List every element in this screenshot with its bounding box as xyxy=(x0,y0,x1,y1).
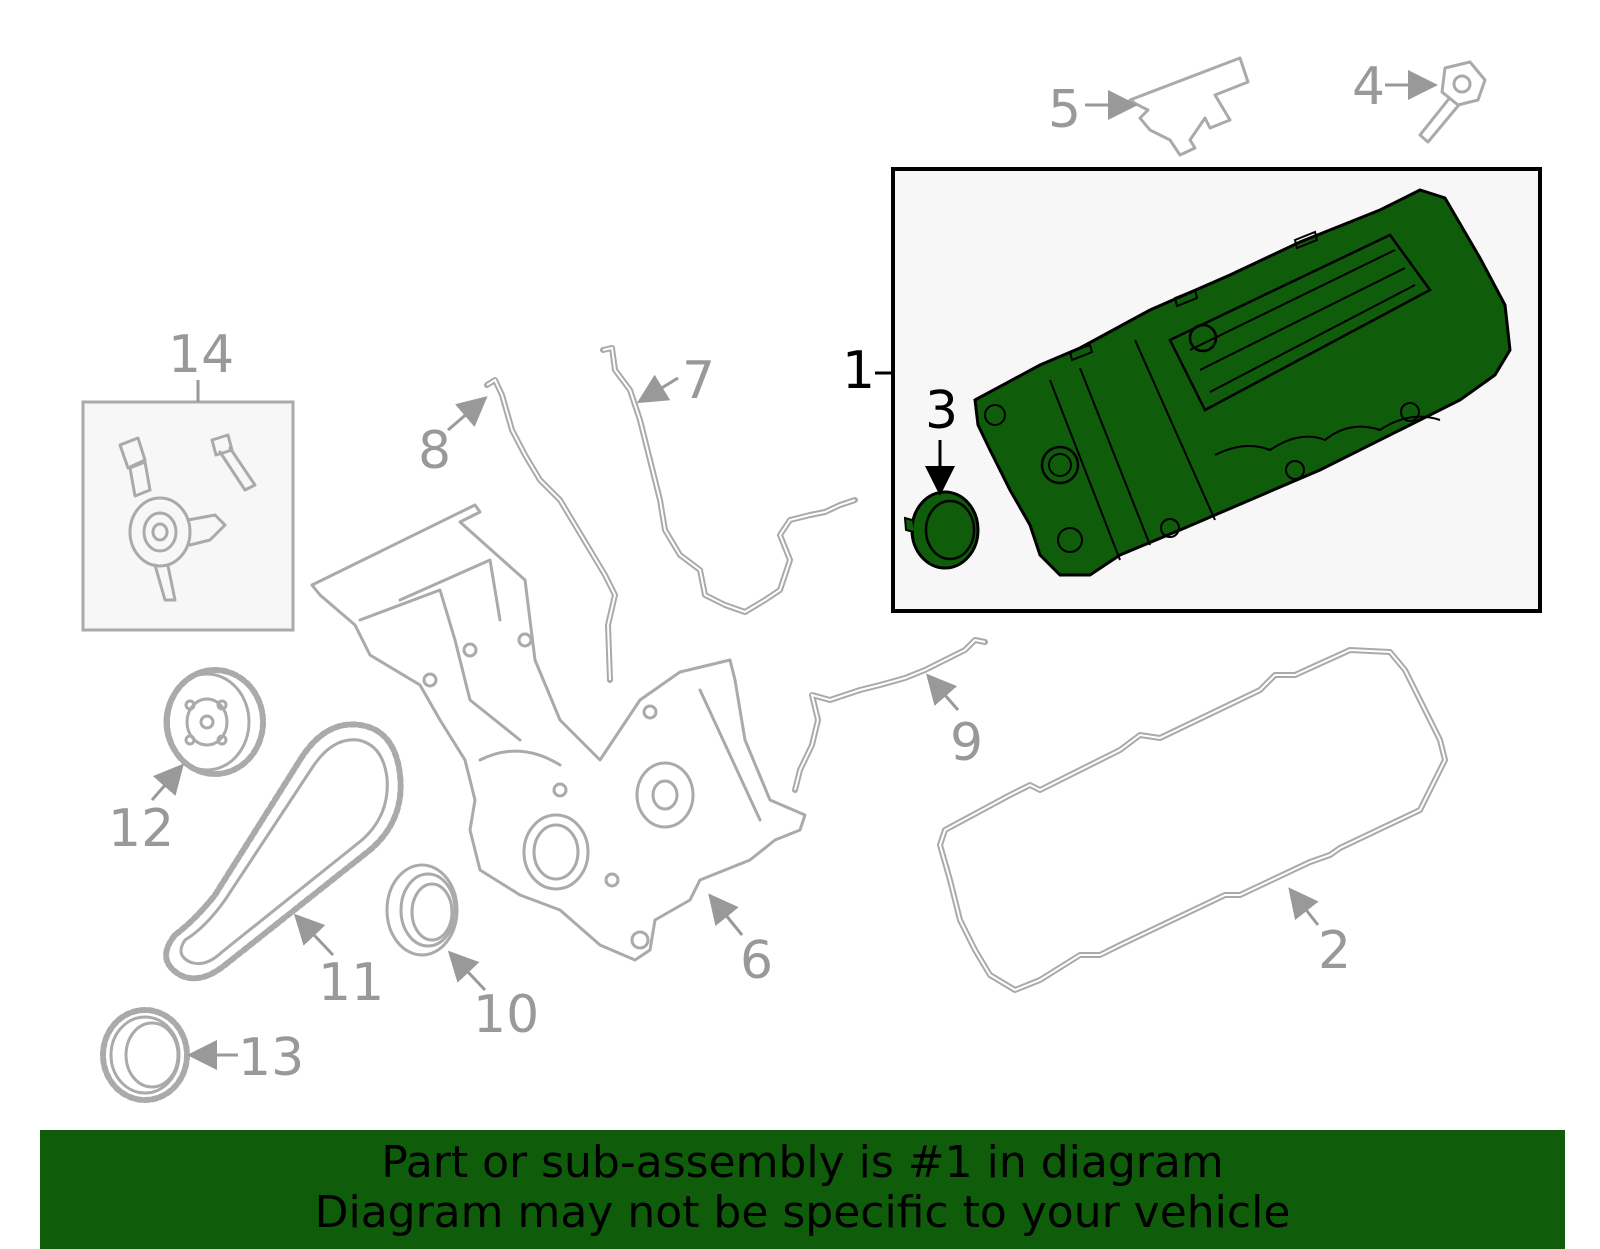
callout-7: 7 xyxy=(636,351,715,411)
callout-4-label: 4 xyxy=(1352,57,1385,117)
callout-13-label: 13 xyxy=(238,1028,304,1088)
banner-line-2: Diagram may not be specific to your vehi… xyxy=(314,1187,1291,1238)
callout-3: 3 xyxy=(925,381,958,496)
callout-6: 6 xyxy=(708,893,773,991)
callout-12-label: 12 xyxy=(108,799,174,859)
part-12-sprocket[interactable] xyxy=(163,667,266,777)
callout-8-label: 8 xyxy=(418,421,451,481)
callout-10: 10 xyxy=(447,950,539,1045)
callout-1-label: 1 xyxy=(842,341,875,401)
callout-3-label: 3 xyxy=(925,381,958,441)
callout-10-label: 10 xyxy=(473,985,539,1045)
part-2-pan-gasket[interactable] xyxy=(937,647,1448,993)
part-1-valve-cover[interactable] xyxy=(973,188,1512,577)
callout-14: 14 xyxy=(168,325,234,402)
callout-2-label: 2 xyxy=(1318,921,1351,981)
callout-11: 11 xyxy=(293,913,384,1013)
part-14-sensor[interactable] xyxy=(118,433,257,602)
callout-9: 9 xyxy=(926,673,983,773)
callout-4: 4 xyxy=(1352,57,1438,117)
callout-8: 8 xyxy=(418,396,488,481)
callout-5: 5 xyxy=(1048,80,1138,140)
part-8-gasket[interactable] xyxy=(484,377,618,683)
part-9-gasket[interactable] xyxy=(792,637,988,793)
part-6-timing-cover[interactable] xyxy=(310,503,807,962)
callout-14-label: 14 xyxy=(168,325,234,385)
callout-11-label: 11 xyxy=(318,953,384,1013)
part-10-seal[interactable] xyxy=(385,863,459,957)
part-13-crank-sprocket[interactable] xyxy=(100,1007,190,1103)
callout-12: 12 xyxy=(108,763,184,859)
info-banner: Part or sub-assembly is #1 in diagram Di… xyxy=(40,1130,1565,1249)
callout-13: 13 xyxy=(187,1028,304,1088)
callout-9-label: 9 xyxy=(950,713,983,773)
callout-2: 2 xyxy=(1288,887,1351,981)
part-4-bolt[interactable] xyxy=(1418,60,1487,144)
part-5-bracket[interactable] xyxy=(1128,56,1250,157)
banner-line-1: Part or sub-assembly is #1 in diagram xyxy=(381,1137,1224,1188)
callout-1: 1 xyxy=(842,341,895,401)
part-7-gasket[interactable] xyxy=(600,345,858,615)
callout-6-label: 6 xyxy=(740,931,773,991)
callout-7-label: 7 xyxy=(682,351,715,411)
part-11-timing-chain[interactable] xyxy=(163,721,404,982)
callout-5-label: 5 xyxy=(1048,80,1081,140)
